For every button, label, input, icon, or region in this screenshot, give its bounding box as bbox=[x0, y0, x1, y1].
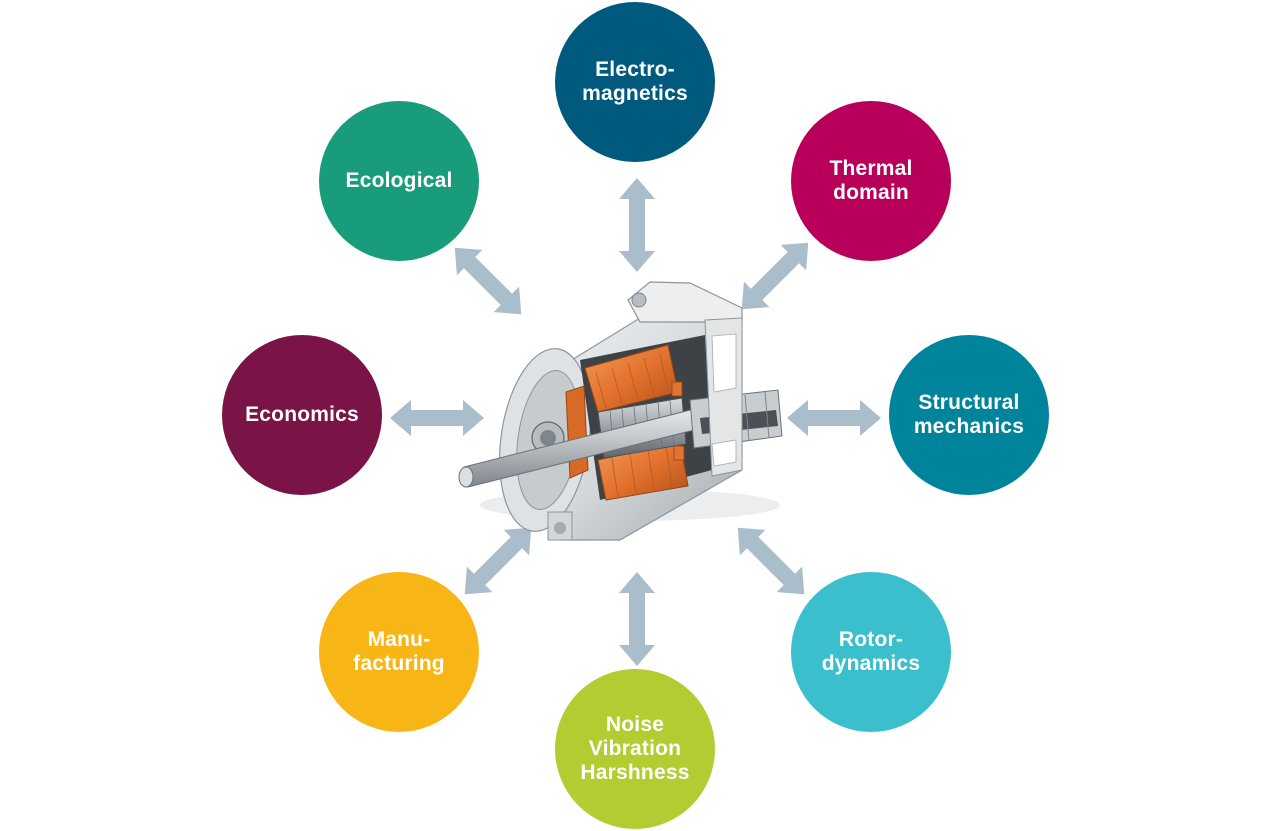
economics-bubble: Economics bbox=[222, 335, 382, 495]
structural-mechanics-label: Structural mechanics bbox=[913, 391, 1025, 438]
arrow-economics bbox=[390, 400, 484, 436]
arrow-ecological bbox=[454, 247, 522, 315]
electric-motor-icon bbox=[458, 281, 783, 541]
arrow-electromagnetics bbox=[619, 178, 655, 272]
arrow-manufacturing bbox=[464, 527, 532, 595]
electromagnetics-label: Electro- magnetics bbox=[582, 58, 688, 105]
arrow-structural bbox=[787, 400, 881, 436]
rotordynamics-bubble: Rotor- dynamics bbox=[791, 572, 951, 732]
thermal-domain-label: Thermal domain bbox=[829, 157, 913, 204]
thermal-domain-bubble: Thermal domain bbox=[791, 101, 951, 261]
ecological-label: Ecological bbox=[345, 169, 453, 192]
arrow-nvh bbox=[619, 572, 655, 666]
arrow-rotordynamics bbox=[737, 527, 805, 595]
manufacturing-label: Manu- facturing bbox=[353, 628, 445, 675]
ecological-bubble: Ecological bbox=[319, 101, 479, 261]
noise-vibration-harshness-label: Noise Vibration Harshness bbox=[580, 713, 690, 784]
manufacturing-bubble: Manu- facturing bbox=[319, 572, 479, 732]
rotordynamics-label: Rotor- dynamics bbox=[821, 628, 921, 675]
arrow-thermal bbox=[741, 242, 809, 310]
electromagnetics-bubble: Electro- magnetics bbox=[555, 2, 715, 162]
noise-vibration-harshness-bubble: Noise Vibration Harshness bbox=[555, 669, 715, 829]
structural-mechanics-bubble: Structural mechanics bbox=[889, 335, 1049, 495]
economics-label: Economics bbox=[245, 403, 359, 426]
